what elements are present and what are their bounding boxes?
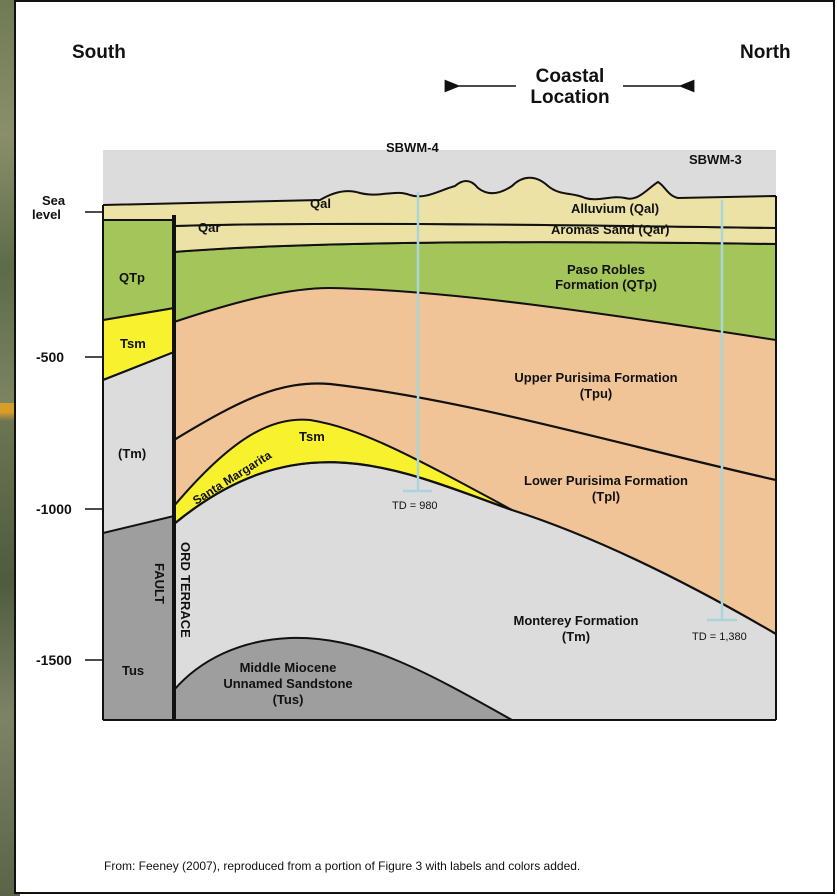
upper-purisima-label-1: Upper Purisima Formation bbox=[514, 370, 678, 385]
well-td-sbwm-3: TD = 1,380 bbox=[692, 631, 747, 643]
tsm-left-label: Tsm bbox=[120, 336, 146, 351]
figure-caption: From: Feeney (2007), reproduced from a p… bbox=[104, 859, 581, 873]
upper-purisima-label-2: (Tpu) bbox=[579, 386, 613, 401]
qar-label: Qar bbox=[198, 220, 221, 235]
coastal-location-line1: Coastal bbox=[535, 66, 605, 87]
tm-left-label: (Tm) bbox=[118, 446, 147, 461]
unnamed-sandstone-label-1: Middle Miocene bbox=[239, 660, 337, 675]
north-label: North bbox=[740, 42, 791, 63]
fault-label-fault: FAULT bbox=[152, 563, 167, 604]
qtp-label: QTp bbox=[119, 270, 145, 285]
tsm-mid-label: Tsm bbox=[299, 429, 325, 444]
qal-label: Qal bbox=[310, 196, 331, 211]
fault-label-terrace: TERRACE bbox=[178, 575, 193, 638]
alluvium-layer bbox=[103, 176, 776, 230]
lower-purisima-label-2: (Tpl) bbox=[591, 489, 621, 504]
unnamed-sandstone-label-3: (Tus) bbox=[272, 692, 304, 707]
well-label-sbwm-4: SBWM-4 bbox=[386, 140, 439, 155]
alluvium-label: Alluvium (Qal) bbox=[571, 201, 660, 216]
well-td-sbwm-4: TD = 980 bbox=[392, 500, 438, 512]
tm-left-contact bbox=[103, 351, 175, 381]
fault-label-ord: ORD bbox=[178, 542, 193, 571]
unnamed-sandstone-formation bbox=[173, 636, 515, 720]
tpu-tpl-contact bbox=[173, 382, 776, 482]
tus-left-label: Tus bbox=[122, 663, 145, 678]
depth-label-1500: -1500 bbox=[36, 652, 72, 668]
paso-robles-label-1: Paso Robles bbox=[566, 262, 646, 277]
depth-label-sea: Sea bbox=[42, 193, 66, 208]
tus-left-block bbox=[103, 514, 175, 720]
monterey-label-2: (Tm) bbox=[561, 629, 591, 644]
lower-purisima-label-1: Lower Purisima Formation bbox=[524, 473, 688, 488]
well-label-sbwm-3: SBWM-3 bbox=[689, 152, 742, 167]
depth-label-level: level bbox=[32, 207, 61, 222]
unnamed-sandstone-label-2: Unnamed Sandstone bbox=[223, 676, 353, 691]
depth-label-500: -500 bbox=[36, 349, 65, 365]
purisima-formation bbox=[174, 288, 776, 634]
south-label: South bbox=[72, 42, 126, 63]
aromas-label: Aromas Sand (Qar) bbox=[551, 222, 670, 237]
paso-robles-label-2: Formation (QTp) bbox=[555, 277, 657, 292]
monterey-label-1: Monterey Formation bbox=[513, 613, 639, 628]
coastal-location-line2: Location bbox=[530, 87, 610, 108]
depth-label-1000: -1000 bbox=[36, 501, 72, 517]
monterey-contact bbox=[173, 461, 776, 635]
